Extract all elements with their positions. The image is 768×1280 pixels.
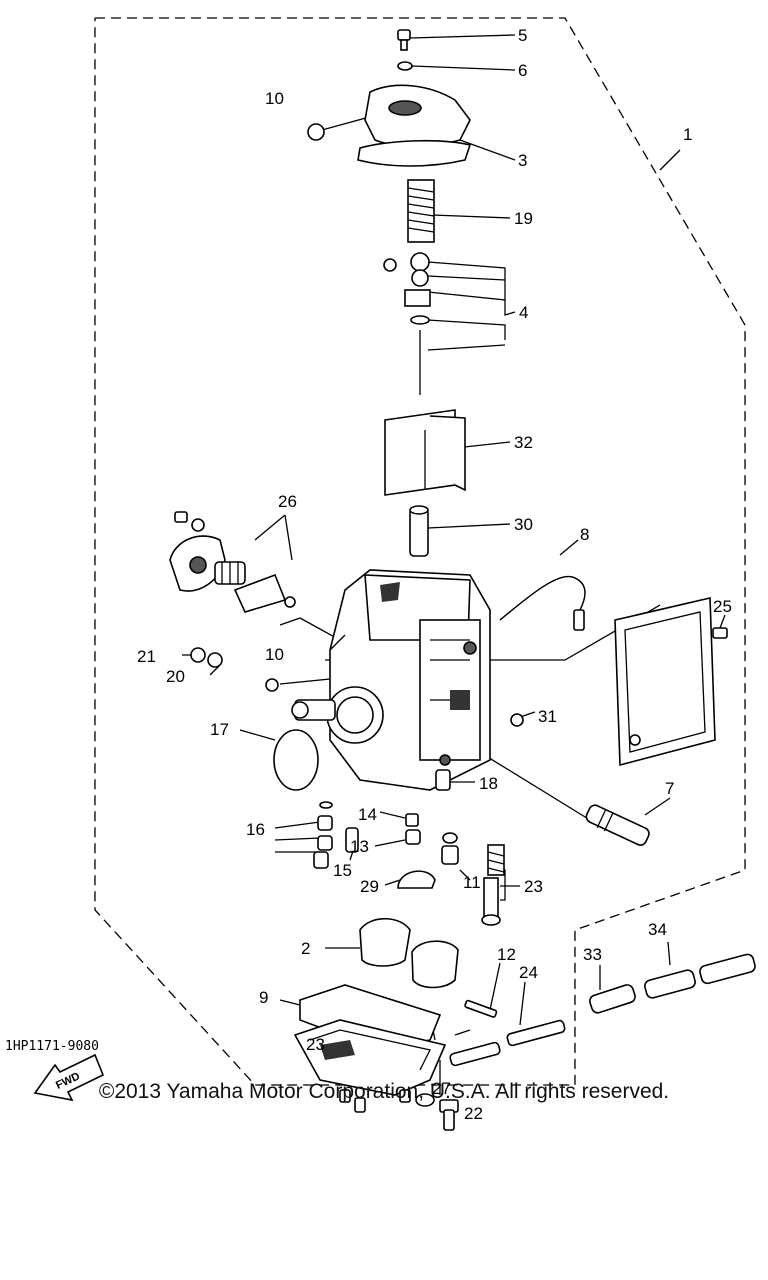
label-33: 33 — [583, 945, 602, 964]
label-29: 29 — [360, 877, 379, 896]
label-27: 27 — [432, 1079, 451, 1098]
part-10-cap-lower — [265, 678, 279, 692]
part-7-throttle-screw — [585, 804, 650, 846]
part-15-pilot-jet — [345, 827, 359, 853]
part-24-drain-tubes — [449, 1019, 566, 1067]
label-25: 25 — [713, 597, 732, 616]
label-31: 31 — [538, 707, 557, 726]
label-10-lower: 10 — [265, 645, 284, 664]
assembly-boundary — [94, 17, 746, 1086]
part-14-main-jet — [405, 813, 419, 827]
part-9-gasket — [299, 984, 442, 1051]
label-5: 5 — [518, 26, 527, 45]
label-10-top: 10 — [265, 89, 284, 108]
part-30-piston-valve — [409, 505, 429, 557]
part-26-starter-assembly — [169, 511, 296, 613]
label-12: 12 — [497, 945, 516, 964]
part-3-top-cover — [357, 84, 472, 167]
label-19: 19 — [514, 209, 533, 228]
label-32: 32 — [514, 433, 533, 452]
label-22: 22 — [464, 1104, 483, 1123]
part-22-bolt — [439, 1099, 459, 1131]
label-26: 26 — [278, 492, 297, 511]
label-23-upper: 23 — [524, 877, 543, 896]
part-11-seat — [441, 832, 459, 865]
label-6: 6 — [518, 61, 527, 80]
part-23-screw-spring — [481, 844, 505, 926]
label-14: 14 — [358, 805, 377, 824]
part-2-floats — [359, 918, 459, 989]
catalog-code: 1HP1171-9080 — [5, 1039, 99, 1054]
part-12-pin — [464, 999, 498, 1018]
part-6-washer — [397, 61, 413, 71]
label-16: 16 — [246, 820, 265, 839]
part-32-diaphragm — [384, 409, 466, 496]
part-20-spring — [207, 652, 223, 668]
carburetor-body — [291, 569, 491, 791]
part-17-o-ring — [273, 729, 319, 791]
part-13-holder — [405, 829, 421, 845]
label-34: 34 — [648, 920, 667, 939]
part-29-baffle — [397, 870, 436, 889]
side-cover — [614, 597, 716, 767]
fwd-arrow: FWD — [33, 1053, 105, 1102]
part-31-plug — [510, 713, 524, 727]
label-13: 13 — [350, 837, 369, 856]
part-33-joint — [589, 984, 636, 1014]
label-3: 3 — [518, 151, 527, 170]
float-bowl — [293, 1019, 447, 1103]
part-27-washer — [415, 1093, 435, 1107]
label-24: 24 — [519, 963, 538, 982]
label-20: 20 — [166, 667, 185, 686]
part-8-hose — [499, 575, 586, 631]
label-30: 30 — [514, 515, 533, 534]
copyright-notice: ©2013 Yamaha Motor Corporation, U.S.A. A… — [98, 1080, 670, 1103]
label-7: 7 — [665, 779, 674, 798]
label-23-lower: 23 — [306, 1035, 325, 1054]
part-16-jet-group — [313, 801, 333, 869]
label-17: 17 — [210, 720, 229, 739]
label-11: 11 — [463, 873, 481, 892]
part-10-cap-top — [307, 123, 325, 141]
part-labels: 5 6 10 1 3 19 4 32 30 26 8 25 21 20 10 3… — [5, 26, 732, 1123]
label-4: 4 — [519, 303, 528, 322]
parts — [169, 29, 756, 1131]
label-21: 21 — [137, 647, 156, 666]
part-18-needle-valve — [435, 769, 451, 791]
part-34-hoses — [644, 953, 756, 999]
part-21-screw — [190, 647, 206, 663]
label-9: 9 — [259, 988, 268, 1007]
label-15: 15 — [333, 861, 352, 880]
part-5-screw — [397, 29, 411, 51]
label-18: 18 — [479, 774, 498, 793]
label-8: 8 — [580, 525, 589, 544]
label-2: 2 — [301, 939, 310, 958]
part-25-screw — [712, 627, 728, 639]
part-23-drain-screw — [354, 1097, 366, 1113]
part-19-spring — [407, 179, 435, 243]
label-1: 1 — [683, 125, 692, 144]
part-4-needle-assembly — [383, 252, 431, 395]
leader-lines — [182, 34, 726, 1095]
